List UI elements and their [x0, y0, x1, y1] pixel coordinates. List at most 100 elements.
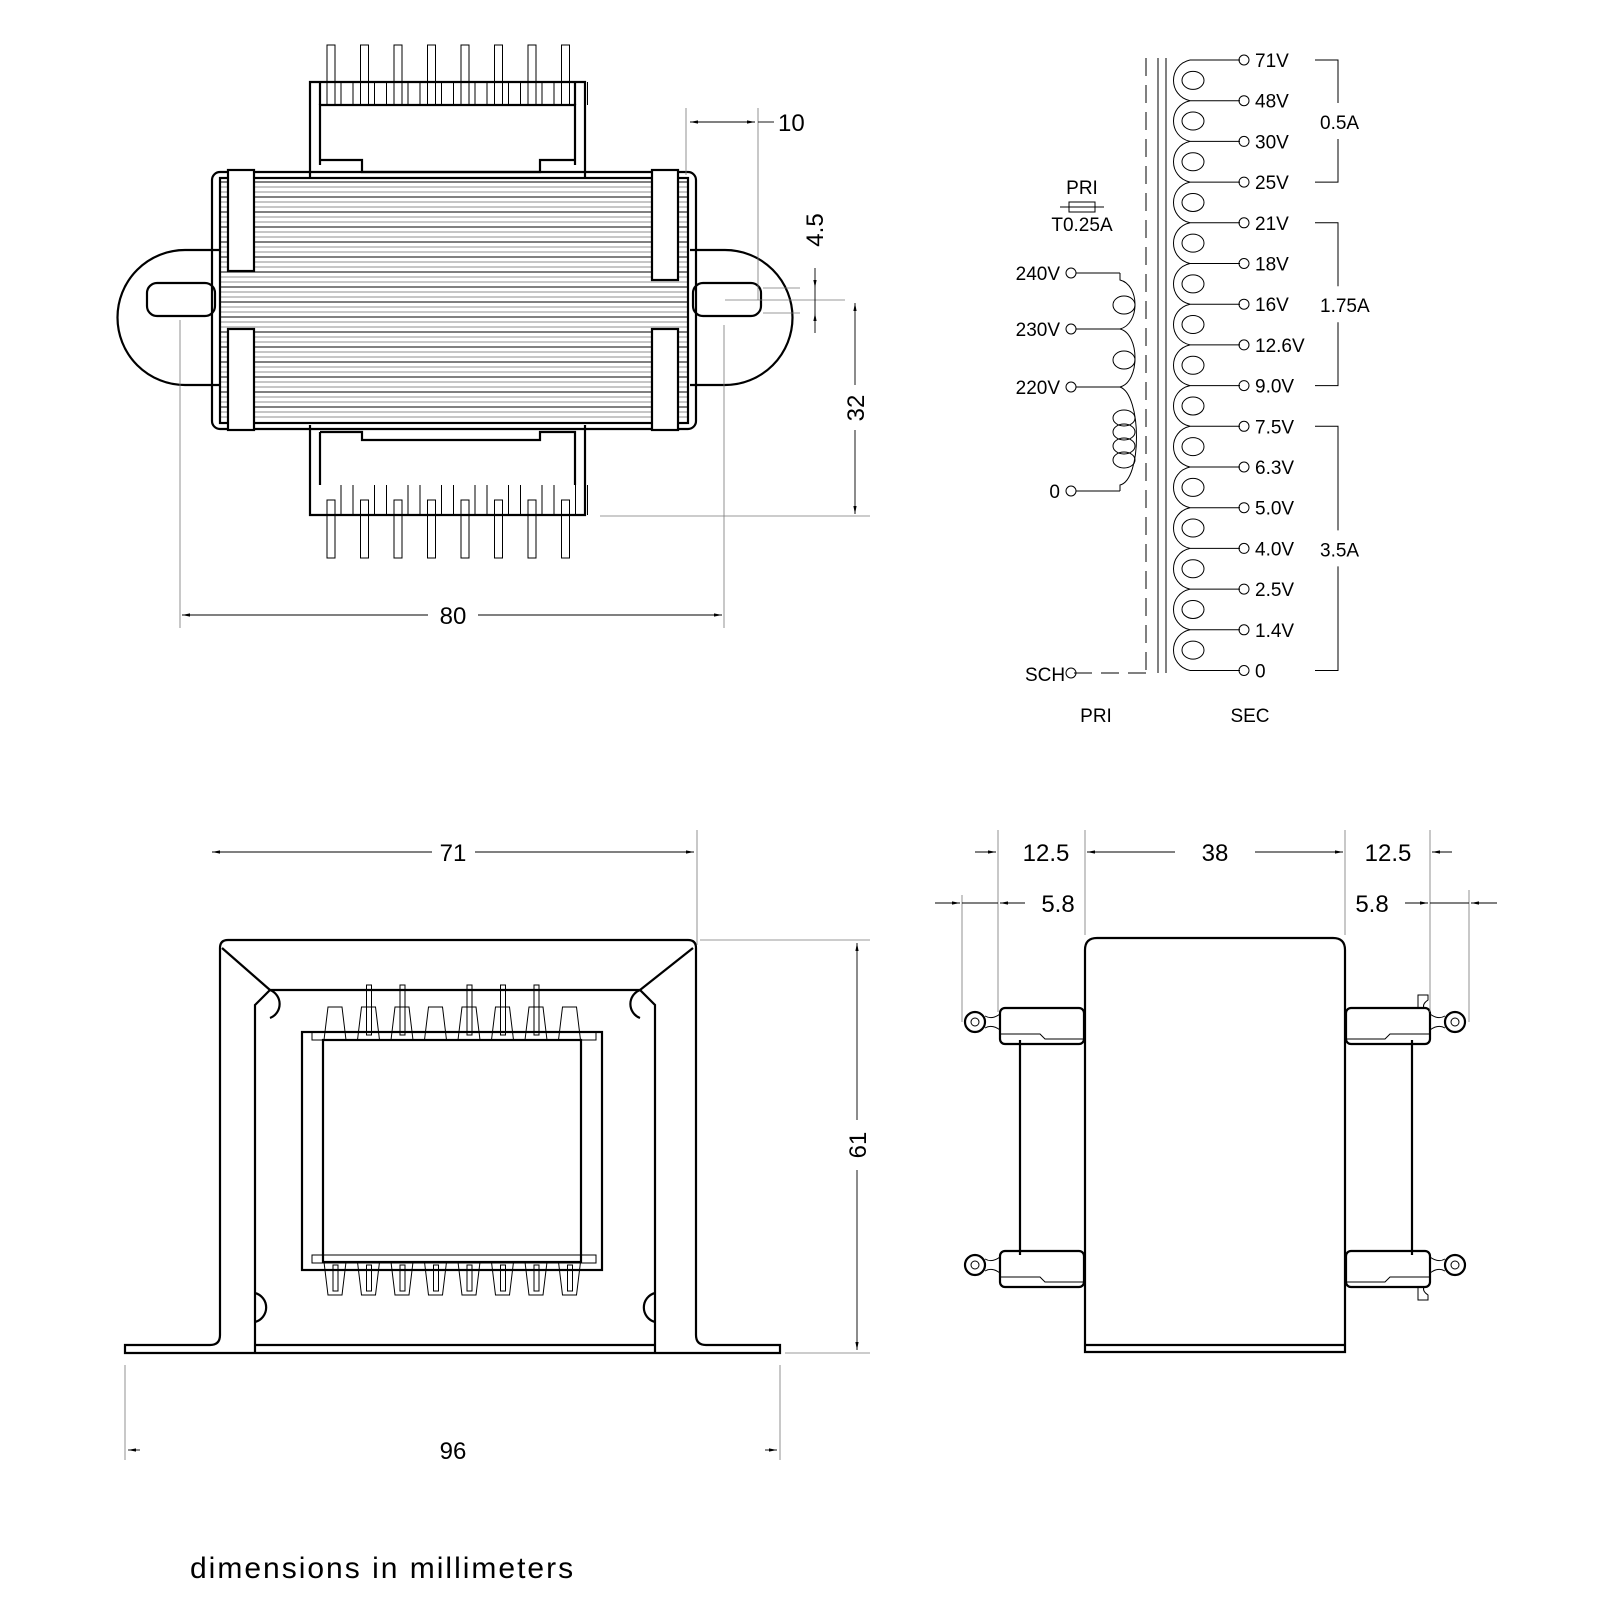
coil-loop [1181, 111, 1205, 131]
core-side [1083, 936, 1347, 1354]
pin [561, 499, 570, 559]
terminal-block [998, 1006, 1086, 1046]
pin [360, 499, 369, 559]
pin-slot [474, 485, 488, 515]
pin [527, 44, 537, 106]
coil-turn [1173, 588, 1191, 631]
pin-slot [508, 82, 521, 105]
pin-slot [340, 82, 354, 105]
pin [393, 499, 403, 559]
pin-post [491, 1006, 514, 1041]
coil-turn [1173, 59, 1191, 102]
bobbin-flange [311, 1031, 597, 1041]
pin-post [424, 1261, 447, 1296]
bobbin [300, 1030, 604, 1272]
dim-4-5: 4.5 [802, 213, 829, 246]
pin [360, 44, 369, 106]
coil-turn [1173, 466, 1191, 509]
pin-slot [508, 485, 521, 515]
top-pin-header [308, 44, 588, 190]
tap-terminal [1238, 258, 1250, 269]
tap-terminal [1238, 339, 1250, 351]
coil-turn [1173, 140, 1191, 183]
pin [500, 1264, 506, 1292]
tap-terminal [1238, 380, 1250, 392]
tap-terminal [1238, 135, 1250, 147]
coil-loop [1181, 437, 1205, 457]
shield-label: SCH [1025, 665, 1065, 686]
solder-lug [1443, 1253, 1467, 1277]
secondary-tap-label: 5.0V [1255, 499, 1294, 520]
coil-turn [1173, 547, 1191, 590]
mounting-frame [123, 938, 782, 1355]
pin [466, 1264, 473, 1292]
coil-turn [1173, 425, 1191, 468]
pin [466, 984, 473, 1036]
pin [393, 44, 403, 106]
primary-tap-label: 220V [1016, 378, 1061, 399]
coil-loop [1181, 559, 1205, 579]
pin-slot [340, 485, 354, 515]
pin-slot [407, 82, 421, 105]
solder-lug [1443, 1010, 1467, 1034]
tap-terminal [1238, 176, 1250, 188]
coil-loop [1181, 599, 1205, 619]
top-view: 80 10 4.5 32 [116, 44, 870, 630]
tap-terminal [1238, 298, 1250, 310]
secondary-tap-label: 1.4V [1255, 621, 1294, 642]
pin-post [558, 1006, 581, 1041]
pin-post [524, 1006, 548, 1041]
solder-lug [963, 1010, 987, 1034]
pin-post [390, 1261, 414, 1296]
dim-12-5-right: 12.5 [1365, 840, 1412, 867]
coil-loop [1181, 477, 1205, 497]
pin [527, 499, 537, 559]
dim-12-5-left: 12.5 [1023, 840, 1070, 867]
pin-slot [575, 485, 588, 515]
coil-loop [1112, 423, 1136, 441]
solder-lug [963, 1253, 987, 1277]
pin-post [323, 1261, 347, 1296]
coil-turn [1173, 263, 1191, 305]
pin-post [357, 1261, 380, 1296]
dim-38: 38 [1202, 840, 1229, 867]
tap-terminal [1238, 420, 1250, 432]
pin [567, 1264, 573, 1292]
solder-lug-hole [1450, 1017, 1460, 1027]
pin-slot [374, 485, 387, 515]
primary-terminal [1065, 267, 1077, 279]
pin [433, 1264, 439, 1292]
coil-loop [1181, 640, 1205, 660]
current-rating: 0.5A [1320, 113, 1359, 134]
pin-slot [474, 82, 488, 105]
coil-loop [1181, 518, 1205, 538]
secondary-tap-label: 30V [1255, 132, 1289, 153]
secondary-tap-label: 71V [1255, 51, 1289, 72]
coil-turn [1173, 507, 1191, 549]
pin-post [357, 1006, 380, 1041]
solder-lug-hole [970, 1017, 980, 1027]
bottom-pin-header [308, 425, 588, 559]
coil-turn [1173, 303, 1191, 346]
secondary-tap-label: 9.0V [1255, 377, 1294, 398]
pin-slot [407, 485, 421, 515]
primary-coil [1118, 273, 1137, 491]
coil-loop [1181, 274, 1205, 294]
lamination-stack [218, 176, 690, 425]
dim-5-8-right: 5.8 [1355, 891, 1388, 918]
coil-loop [1181, 396, 1205, 416]
dim-96: 96 [440, 1438, 467, 1465]
solder-lug-hole [970, 1260, 980, 1270]
pin-post [558, 1261, 581, 1296]
left-mount-slot [145, 281, 217, 318]
tap-terminal [1238, 665, 1250, 676]
right-mount-slot [691, 281, 763, 318]
pin [494, 499, 503, 559]
pin [533, 1264, 540, 1292]
current-rating: 1.75A [1320, 296, 1370, 317]
primary-terminal [1065, 323, 1077, 335]
dim-32: 32 [843, 395, 870, 422]
secondary-tap-label: 2.5V [1255, 580, 1294, 601]
pin-post [390, 1006, 414, 1041]
